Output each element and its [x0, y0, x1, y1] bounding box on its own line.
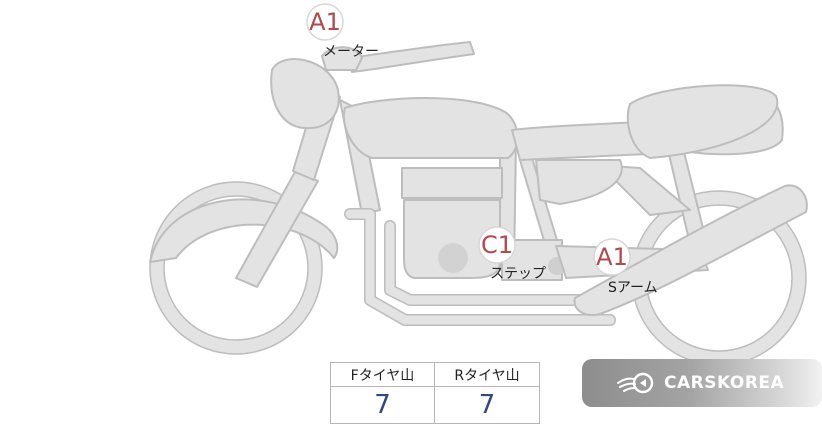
muffler: [573, 184, 808, 316]
rear-tire-value: 7: [478, 390, 496, 420]
marker-swingarm: A1: [593, 238, 631, 276]
marker-step: C1: [478, 226, 516, 264]
flame-ring-logo-icon: [617, 372, 654, 394]
engine-block: [403, 199, 501, 279]
marker-step-label: ステップ: [490, 266, 546, 282]
marker-meter-label: メーター: [323, 44, 379, 60]
marker-meter-code: A1: [309, 8, 341, 36]
brand-name: CARSKOREA: [664, 373, 785, 393]
handlebar: [347, 41, 475, 73]
marker-swingarm-label: Sアーム: [608, 280, 658, 296]
brand-watermark: CARSKOREA: [582, 359, 822, 407]
front-wheel: [150, 182, 322, 354]
front-tire-header: Fタイヤ山: [331, 363, 435, 387]
fuel-tank: [342, 97, 519, 159]
headlight: [270, 58, 340, 130]
marker-swingarm-code: A1: [596, 243, 628, 271]
tire-tread-table: Fタイヤ山 Rタイヤ山 7 7: [330, 362, 540, 424]
engine-top: [401, 167, 503, 199]
marker-meter: A1: [306, 3, 344, 41]
marker-step-code: C1: [481, 231, 513, 259]
rear-tire-header: Rタイヤ山: [435, 363, 539, 387]
side-cover: [535, 159, 623, 205]
front-tire-value: 7: [331, 387, 435, 423]
